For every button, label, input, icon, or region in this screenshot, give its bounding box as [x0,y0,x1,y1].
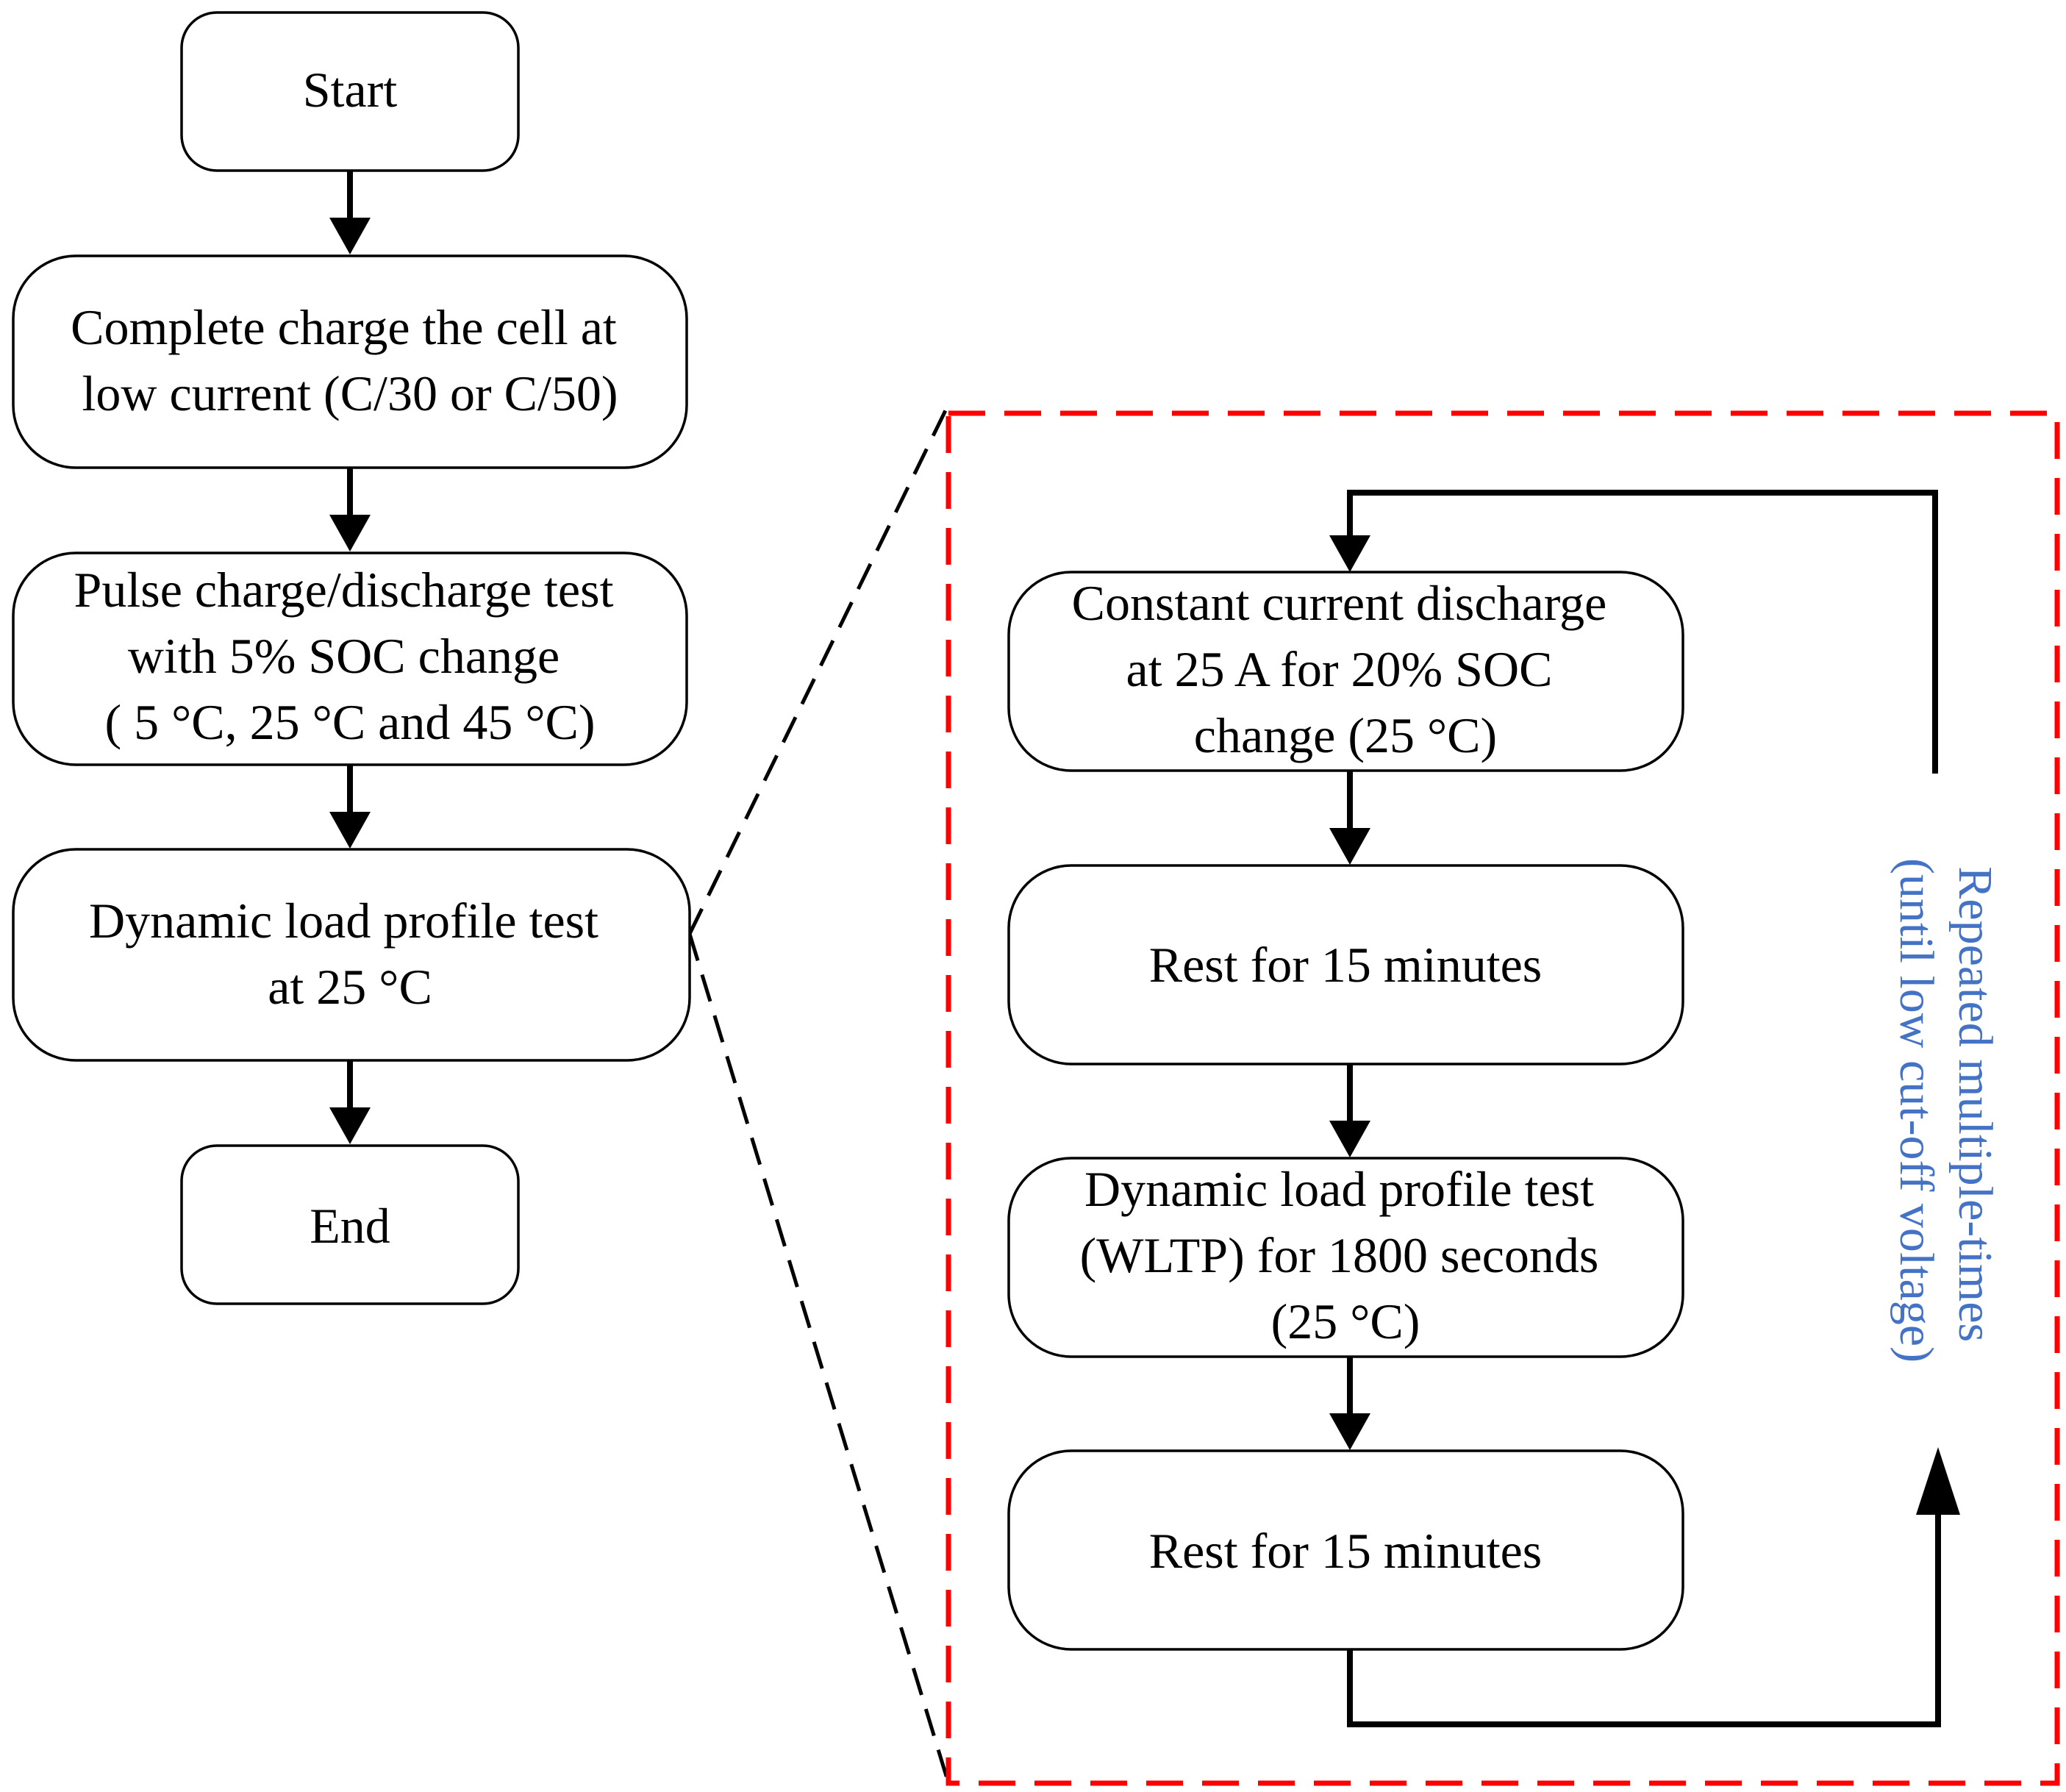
rest-1-node-label: Rest for 15 minutes [1149,937,1543,993]
discharge-node-label: Constant current discharge at 25 A for 2… [1072,575,1620,763]
loop-return-line-top [1347,490,1938,774]
pulse-node-label: Pulse charge/discharge test with 5% SOC … [74,562,626,750]
detail-zoom-frame [946,410,2060,1786]
loop-repeat-label: Repeated multiple-times (until low cut-o… [1890,858,2002,1363]
charge-node-label: Complete charge the cell at low current … [71,299,629,421]
dynamic-node-label: Dynamic load profile test at 25 °C [89,893,611,1015]
dynamic-node: Dynamic load profile test at 25 °C [12,848,691,1062]
arrow-wltp-to-rest2-head [1329,1413,1370,1450]
charge-node: Complete charge the cell at low current … [12,254,688,469]
start-node: Start [180,11,520,172]
rest-1-node: Rest for 15 minutes [1007,864,1684,1065]
pulse-node: Pulse charge/discharge test with 5% SOC … [12,551,688,766]
loop-return-line-bottom [1347,1510,1941,1727]
arrow-pulse-to-dynamic-head [329,812,371,849]
loop-return-arrow-head [1329,535,1370,572]
rest-2-node: Rest for 15 minutes [1007,1449,1684,1651]
end-node-label: End [310,1198,390,1254]
arrow-charge-to-pulse-head [329,515,371,551]
arrow-rest1-to-wltp-head [1329,1121,1370,1157]
start-node-label: Start [303,62,398,118]
discharge-node: Constant current discharge at 25 A for 2… [1007,571,1684,772]
zoom-connector-upper [687,403,951,935]
zoom-connector-lower [687,933,951,1784]
arrow-discharge-to-rest1-head [1329,828,1370,865]
wltp-node: Dynamic load profile test (WLTP) for 180… [1007,1157,1684,1358]
arrow-dynamic-to-end-head [329,1107,371,1144]
wltp-node-label: Dynamic load profile test (WLTP) for 180… [1080,1161,1612,1349]
rest-2-node-label: Rest for 15 minutes [1149,1523,1543,1579]
loop-up-arrow-head [1916,1447,1960,1515]
arrow-start-to-charge-head [329,218,371,254]
end-node: End [180,1144,520,1305]
